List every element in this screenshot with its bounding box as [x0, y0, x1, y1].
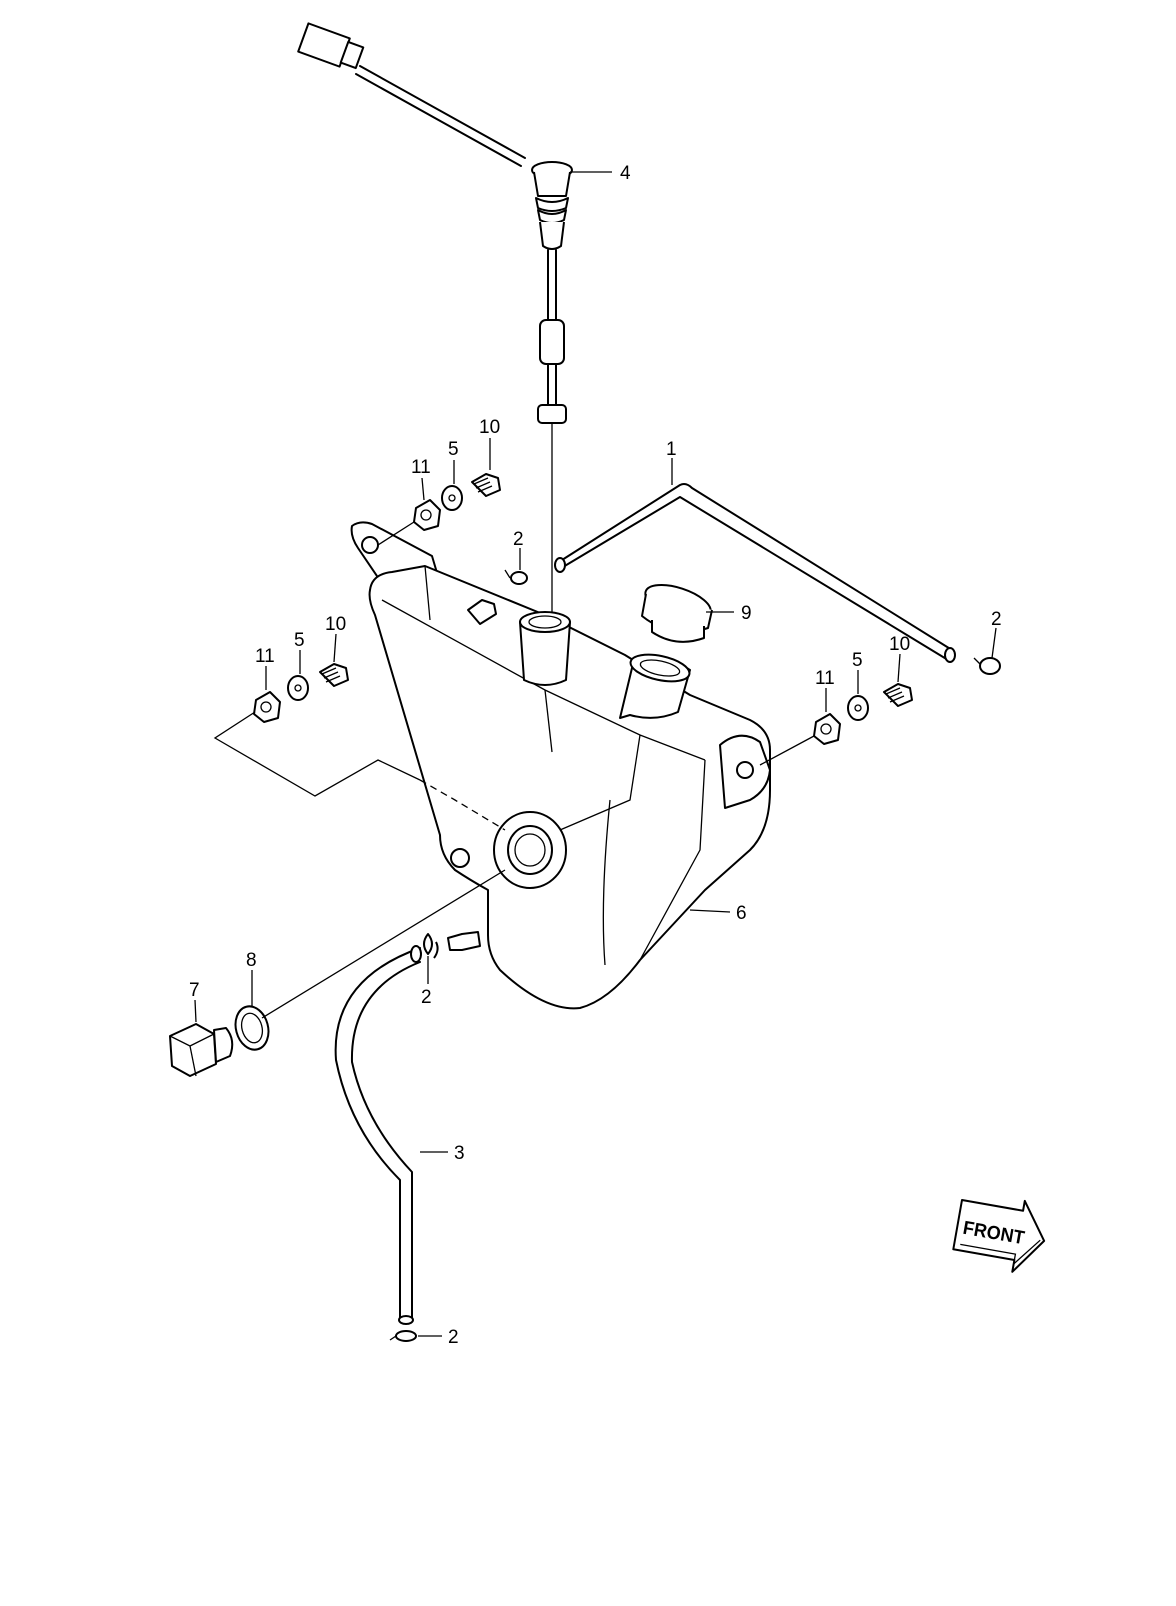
callout-7: 7 [189, 980, 200, 1001]
callout-10-right: 10 [889, 634, 910, 655]
clamp-bottom [389, 1330, 417, 1342]
leader-lines [194, 171, 997, 1337]
sensor-wire-2 [355, 73, 522, 167]
callout-11-left: 11 [255, 646, 275, 667]
callout-6: 6 [736, 903, 747, 924]
callout-2-bottom: 2 [448, 1327, 459, 1348]
clamp-top [504, 569, 528, 585]
front-direction-badge: FRONT [952, 1199, 1046, 1273]
front-arrow-shape [952, 1199, 1046, 1273]
callout-10-upper: 10 [479, 417, 500, 438]
drain-hose [334, 945, 422, 1325]
sensor-grommet [531, 161, 573, 250]
callout-1: 1 [666, 439, 677, 460]
callout-9: 9 [741, 603, 752, 624]
callout-10-left: 10 [325, 614, 346, 635]
drain-gasket [234, 1005, 270, 1051]
callout-3: 3 [454, 1143, 465, 1164]
sensor-float [539, 319, 565, 365]
clamp-right [973, 657, 1001, 675]
tank-body [368, 565, 771, 1010]
drain-plug [169, 1023, 234, 1077]
oil-level-sensor-assembly [297, 22, 573, 615]
upper-mount-hardware [377, 473, 501, 546]
filler-cap [641, 584, 713, 643]
callout-5-right: 5 [852, 650, 863, 671]
sensor-wire [359, 65, 526, 159]
callout-2-top: 2 [513, 529, 524, 550]
callout-5-left: 5 [294, 630, 305, 651]
callout-labels: 4 1 2 2 9 6 7 8 3 2 2 10 5 11 10 5 11 10… [189, 163, 1002, 1348]
right-mount-hardware [759, 683, 913, 766]
callout-4: 4 [620, 163, 631, 184]
sensor-tip [537, 404, 567, 424]
callout-2-right: 2 [991, 609, 1002, 630]
callout-2-middle: 2 [421, 987, 432, 1008]
hose-clamps [389, 569, 1001, 1342]
clamp-middle [423, 933, 439, 959]
oil-tank [350, 521, 771, 1010]
left-mount-hardware [253, 663, 349, 723]
harness-connector [297, 22, 365, 70]
callout-11-right: 11 [815, 668, 835, 689]
callout-5-upper: 5 [448, 439, 459, 460]
callout-11-upper: 11 [411, 457, 431, 478]
callout-8: 8 [246, 950, 257, 971]
vent-hose [554, 483, 956, 663]
